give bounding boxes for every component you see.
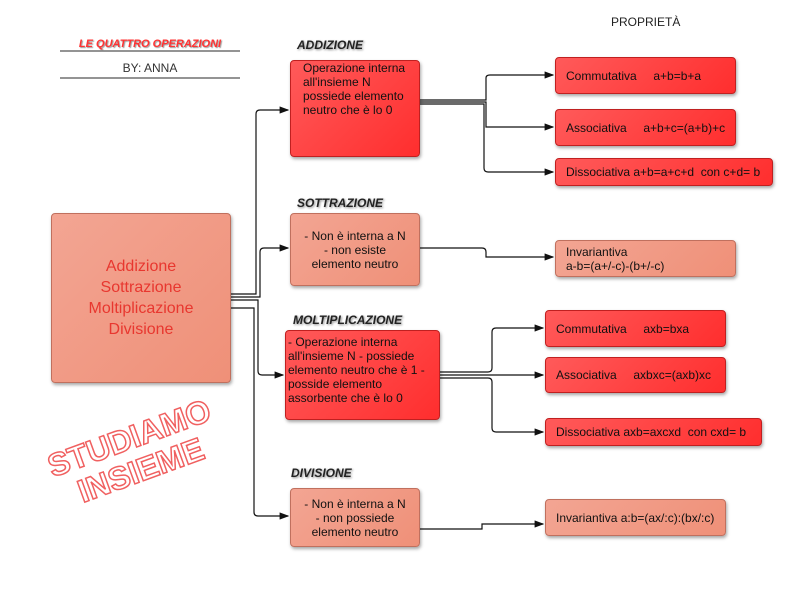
properties-header: PROPRIETÀ [611,15,681,29]
prop-add-dissociativa[interactable]: Dissociativa a+b=a+c+d con c+d= b [555,158,773,186]
center-line: Divisione [108,321,174,338]
label-moltiplicazione: MOLTIPLICAZIONE [293,313,403,327]
prop-div-invariantiva[interactable]: Invariantiva a:b=(ax/:c):(bx/:c) [545,499,726,536]
label-sottrazione: SOTTRAZIONE [297,196,383,210]
label-divisione: DIVISIONE [291,466,352,480]
prop-add-commutativa[interactable]: Commutativa a+b=b+a [555,57,736,94]
prop-add-associativa[interactable]: Associativa a+b+c=(a+b)+c [555,109,736,146]
prop-sott-invariantiva[interactable]: Invariantiva a-b=(a+/-c)-(b+/-c) [555,240,736,277]
node-sottrazione[interactable]: - Non è interna a N - non esiste element… [290,213,420,286]
node-moltiplicazione[interactable]: - Operazione interna all'insieme N - pos… [285,330,440,420]
prop-molt-dissociativa[interactable]: Dissociativa axb=axcxd con cxd= b [545,418,762,446]
center-line: Addizione [105,258,177,275]
center-line: Moltiplicazione [88,300,194,317]
prop-molt-commutativa[interactable]: Commutativa axb=bxa [545,310,726,347]
node-addizione[interactable]: Operazione interna all'insieme N possied… [290,60,420,157]
author: BY: ANNA [122,61,178,75]
center-node[interactable]: Addizione Sottrazione Moltiplicazione Di… [51,213,231,383]
label-addizione: ADDIZIONE [297,38,363,52]
center-line: Sottrazione [100,279,182,296]
diagram-title: LE QUATTRO OPERAZIONI [78,38,222,50]
node-divisione[interactable]: - Non è interna a N - non possiede eleme… [290,488,420,547]
prop-molt-associativa[interactable]: Associativa axbxc=(axb)xc [545,357,726,393]
